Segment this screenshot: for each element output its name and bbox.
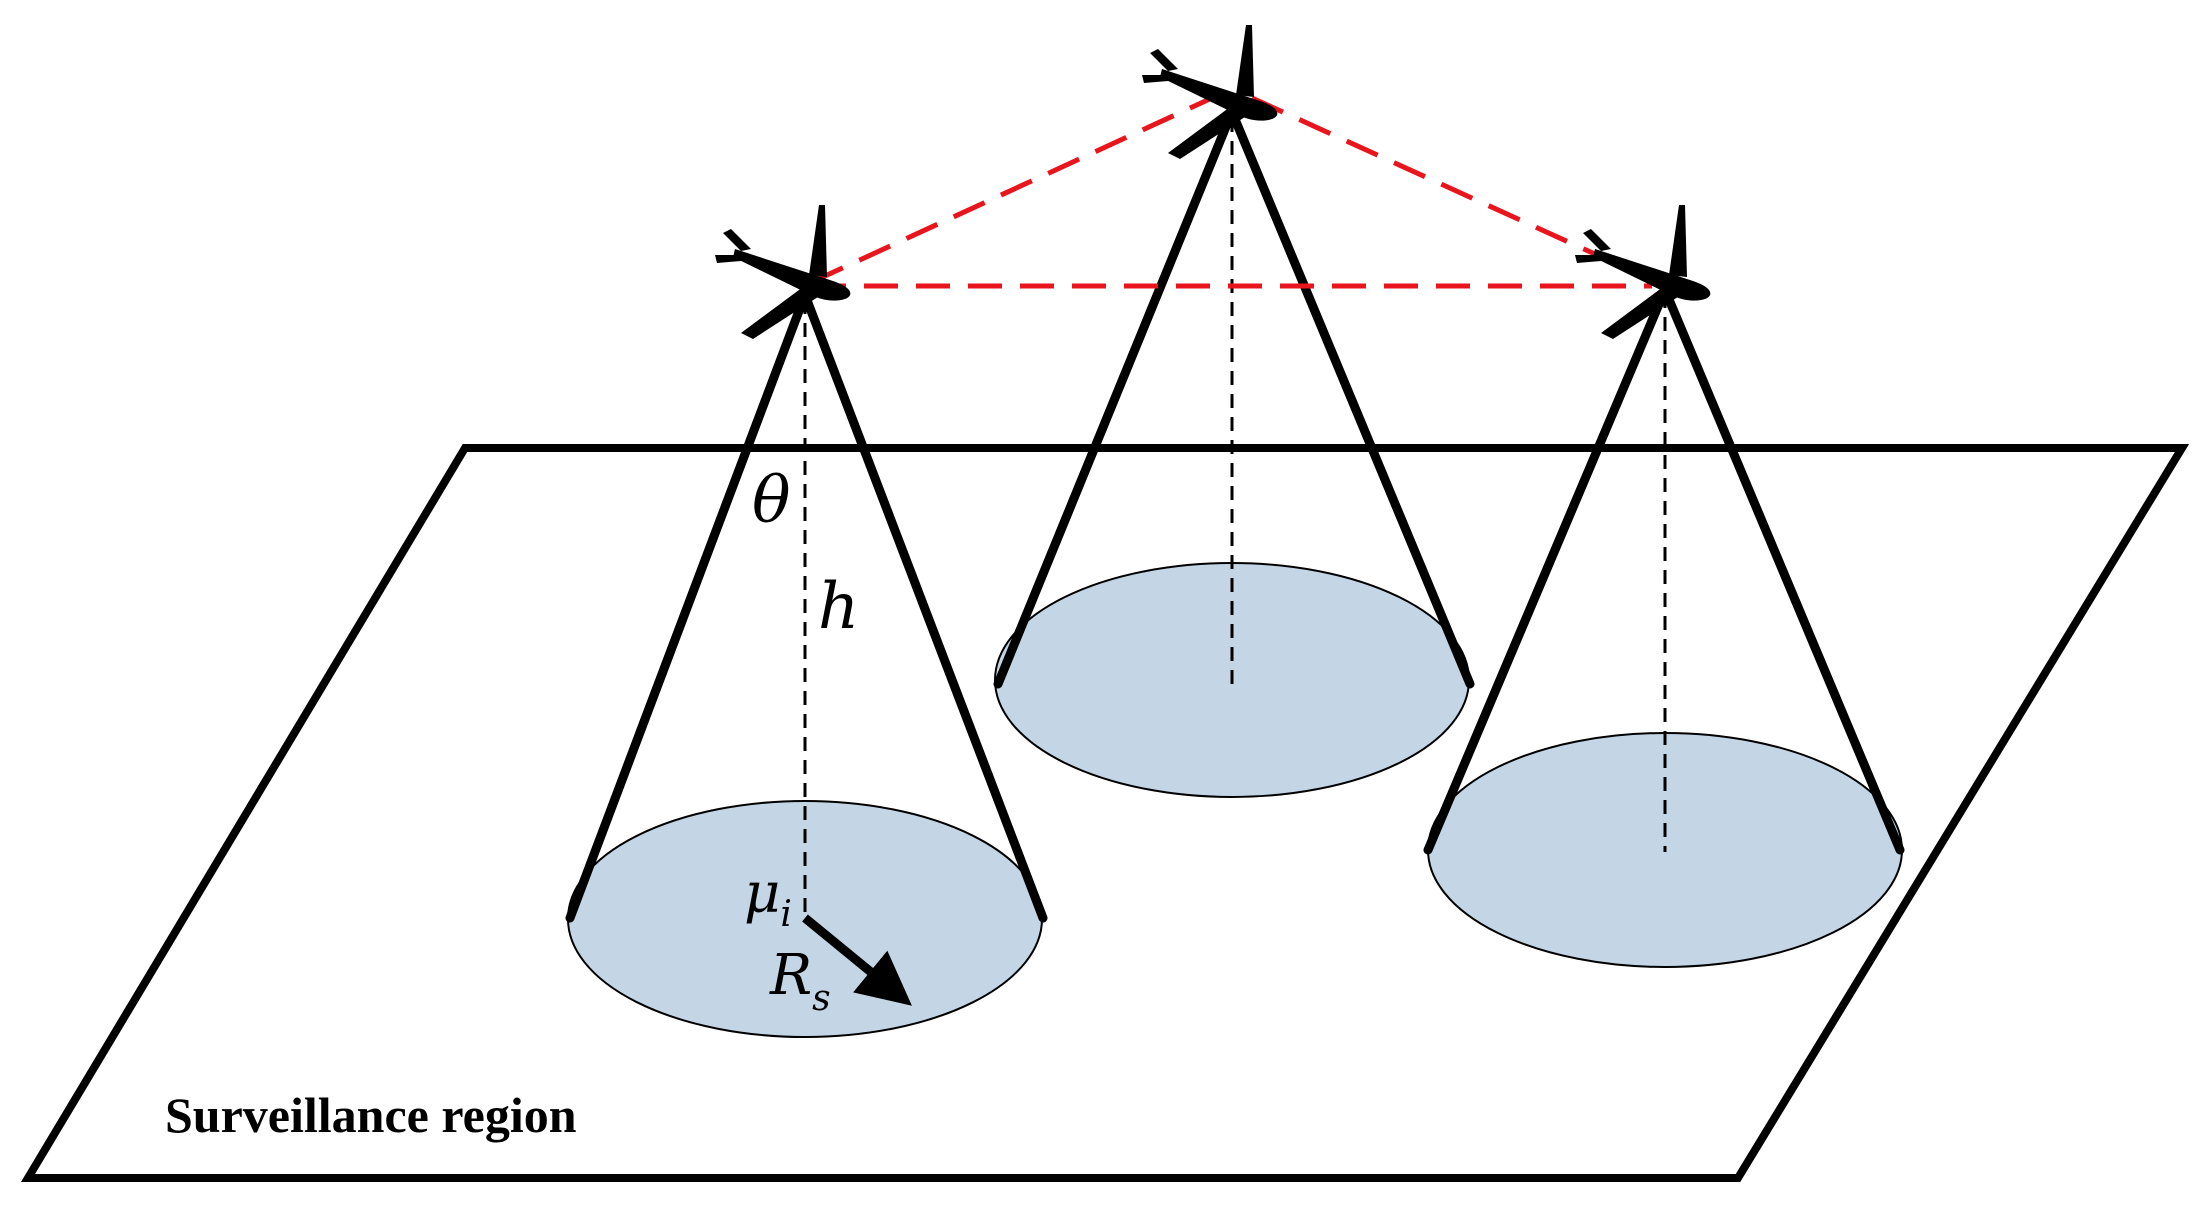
uav-icon [1575,205,1711,339]
sensing-cone-top [993,107,1475,689]
radius-arrow [802,914,912,1006]
radius-label: Rs [769,943,831,1019]
radius-subscript: s [812,978,830,1019]
sensing-cone-right [1423,285,1905,855]
sensing-cone-left [565,290,1048,923]
radius-symbol: R [769,943,812,1008]
theta-label: θ [752,464,791,538]
center-subscript: i [780,894,792,935]
surveillance-region [20,444,2190,1182]
uav-icon [1142,25,1278,159]
surveillance-region-label: Surveillance region [165,1087,577,1143]
height-label: h [818,570,859,644]
center-label: μi [744,861,792,935]
link-left-top [810,95,1214,285]
link-top-right [1250,95,1654,283]
communication-links [810,95,1654,289]
center-symbol: μ [744,861,780,926]
